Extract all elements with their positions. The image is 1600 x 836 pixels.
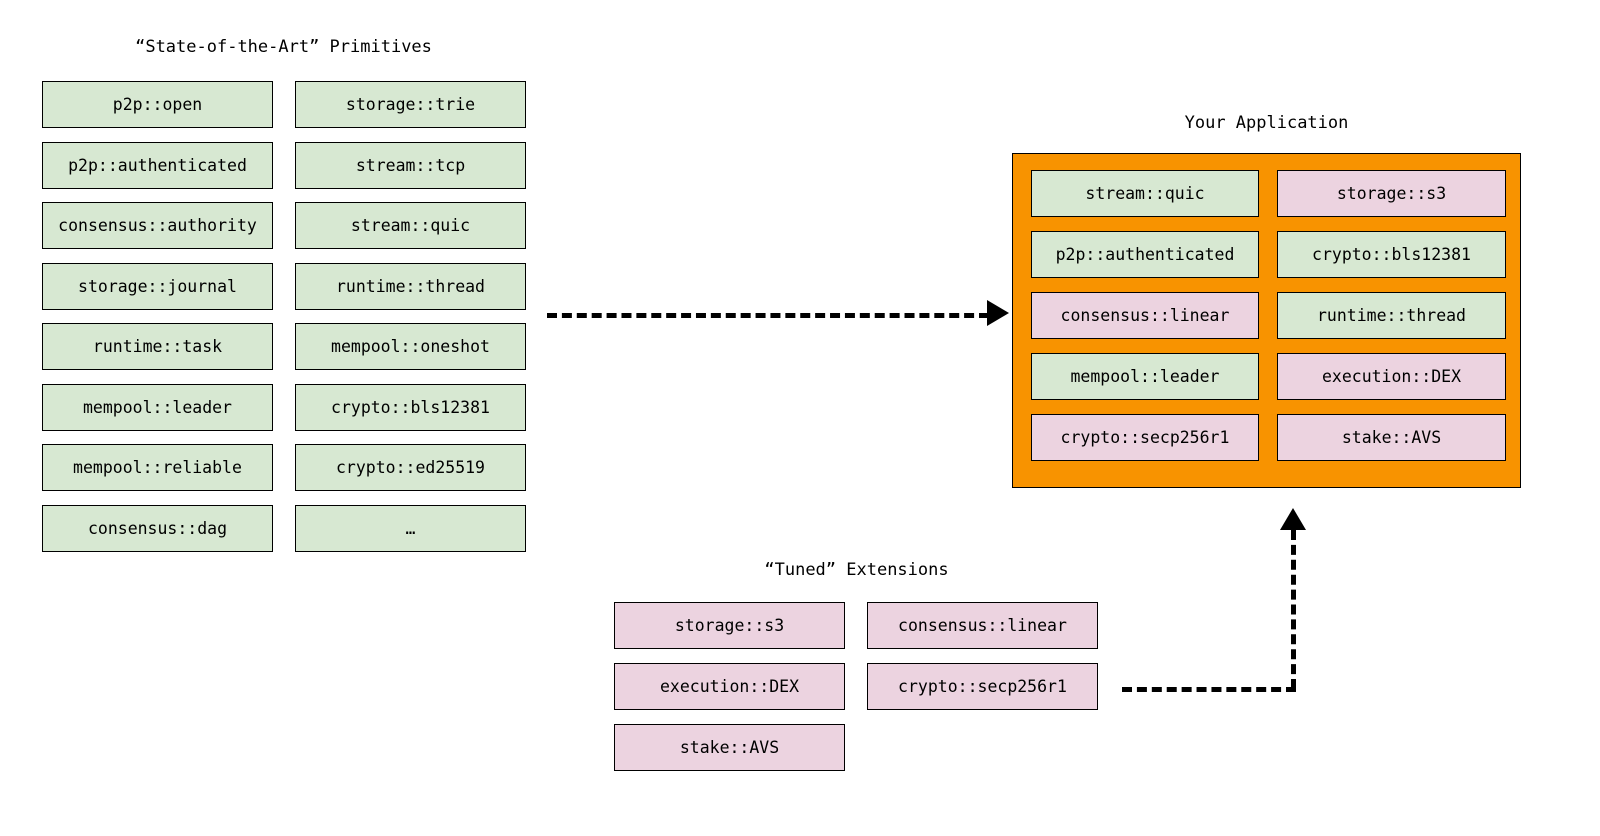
primitive-node-ellipsis[interactable]: … xyxy=(295,505,526,552)
primitive-node-stream-tcp[interactable]: stream::tcp xyxy=(295,142,526,189)
primitive-node-crypto-bls12381[interactable]: crypto::bls12381 xyxy=(295,384,526,431)
arrow-extensions-to-application-line-horizontal xyxy=(1122,687,1296,692)
extension-node-execution-dex[interactable]: execution::DEX xyxy=(614,663,845,710)
primitive-node-crypto-ed25519[interactable]: crypto::ed25519 xyxy=(295,444,526,491)
application-node-crypto-bls12381[interactable]: crypto::bls12381 xyxy=(1277,231,1506,278)
primitive-node-mempool-leader[interactable]: mempool::leader xyxy=(42,384,273,431)
application-node-crypto-secp256r1[interactable]: crypto::secp256r1 xyxy=(1031,414,1259,461)
primitive-node-stream-quic[interactable]: stream::quic xyxy=(295,202,526,249)
primitive-node-storage-journal[interactable]: storage::journal xyxy=(42,263,273,310)
extensions-group-caption: “Tuned” Extensions xyxy=(764,560,949,580)
application-node-consensus-linear[interactable]: consensus::linear xyxy=(1031,292,1259,339)
arrow-primitives-to-application-line xyxy=(547,313,989,318)
primitive-node-consensus-authority[interactable]: consensus::authority xyxy=(42,202,273,249)
extension-node-storage-s3[interactable]: storage::s3 xyxy=(614,602,845,649)
primitive-node-runtime-task[interactable]: runtime::task xyxy=(42,323,273,370)
application-node-p2p-authenticated[interactable]: p2p::authenticated xyxy=(1031,231,1259,278)
primitive-node-mempool-reliable[interactable]: mempool::reliable xyxy=(42,444,273,491)
application-node-storage-s3[interactable]: storage::s3 xyxy=(1277,170,1506,217)
application-node-execution-dex[interactable]: execution::DEX xyxy=(1277,353,1506,400)
primitive-node-p2p-open[interactable]: p2p::open xyxy=(42,81,273,128)
application-node-runtime-thread[interactable]: runtime::thread xyxy=(1277,292,1506,339)
extension-node-crypto-secp256r1[interactable]: crypto::secp256r1 xyxy=(867,663,1098,710)
primitives-group-caption: “State-of-the-Art” Primitives xyxy=(135,37,432,57)
application-node-stake-avs[interactable]: stake::AVS xyxy=(1277,414,1506,461)
primitive-node-consensus-dag[interactable]: consensus::dag xyxy=(42,505,273,552)
primitive-node-mempool-oneshot[interactable]: mempool::oneshot xyxy=(295,323,526,370)
arrow-extensions-to-application-head-icon xyxy=(1280,508,1306,530)
extension-node-consensus-linear[interactable]: consensus::linear xyxy=(867,602,1098,649)
arrow-primitives-to-application-head-icon xyxy=(987,300,1009,326)
primitive-node-p2p-authenticated[interactable]: p2p::authenticated xyxy=(42,142,273,189)
primitive-node-storage-trie[interactable]: storage::trie xyxy=(295,81,526,128)
application-group-caption: Your Application xyxy=(1184,113,1349,133)
extension-node-stake-avs[interactable]: stake::AVS xyxy=(614,724,845,771)
arrow-extensions-to-application-line-vertical xyxy=(1291,530,1296,689)
primitive-node-runtime-thread[interactable]: runtime::thread xyxy=(295,263,526,310)
application-node-stream-quic[interactable]: stream::quic xyxy=(1031,170,1259,217)
application-node-mempool-leader[interactable]: mempool::leader xyxy=(1031,353,1259,400)
